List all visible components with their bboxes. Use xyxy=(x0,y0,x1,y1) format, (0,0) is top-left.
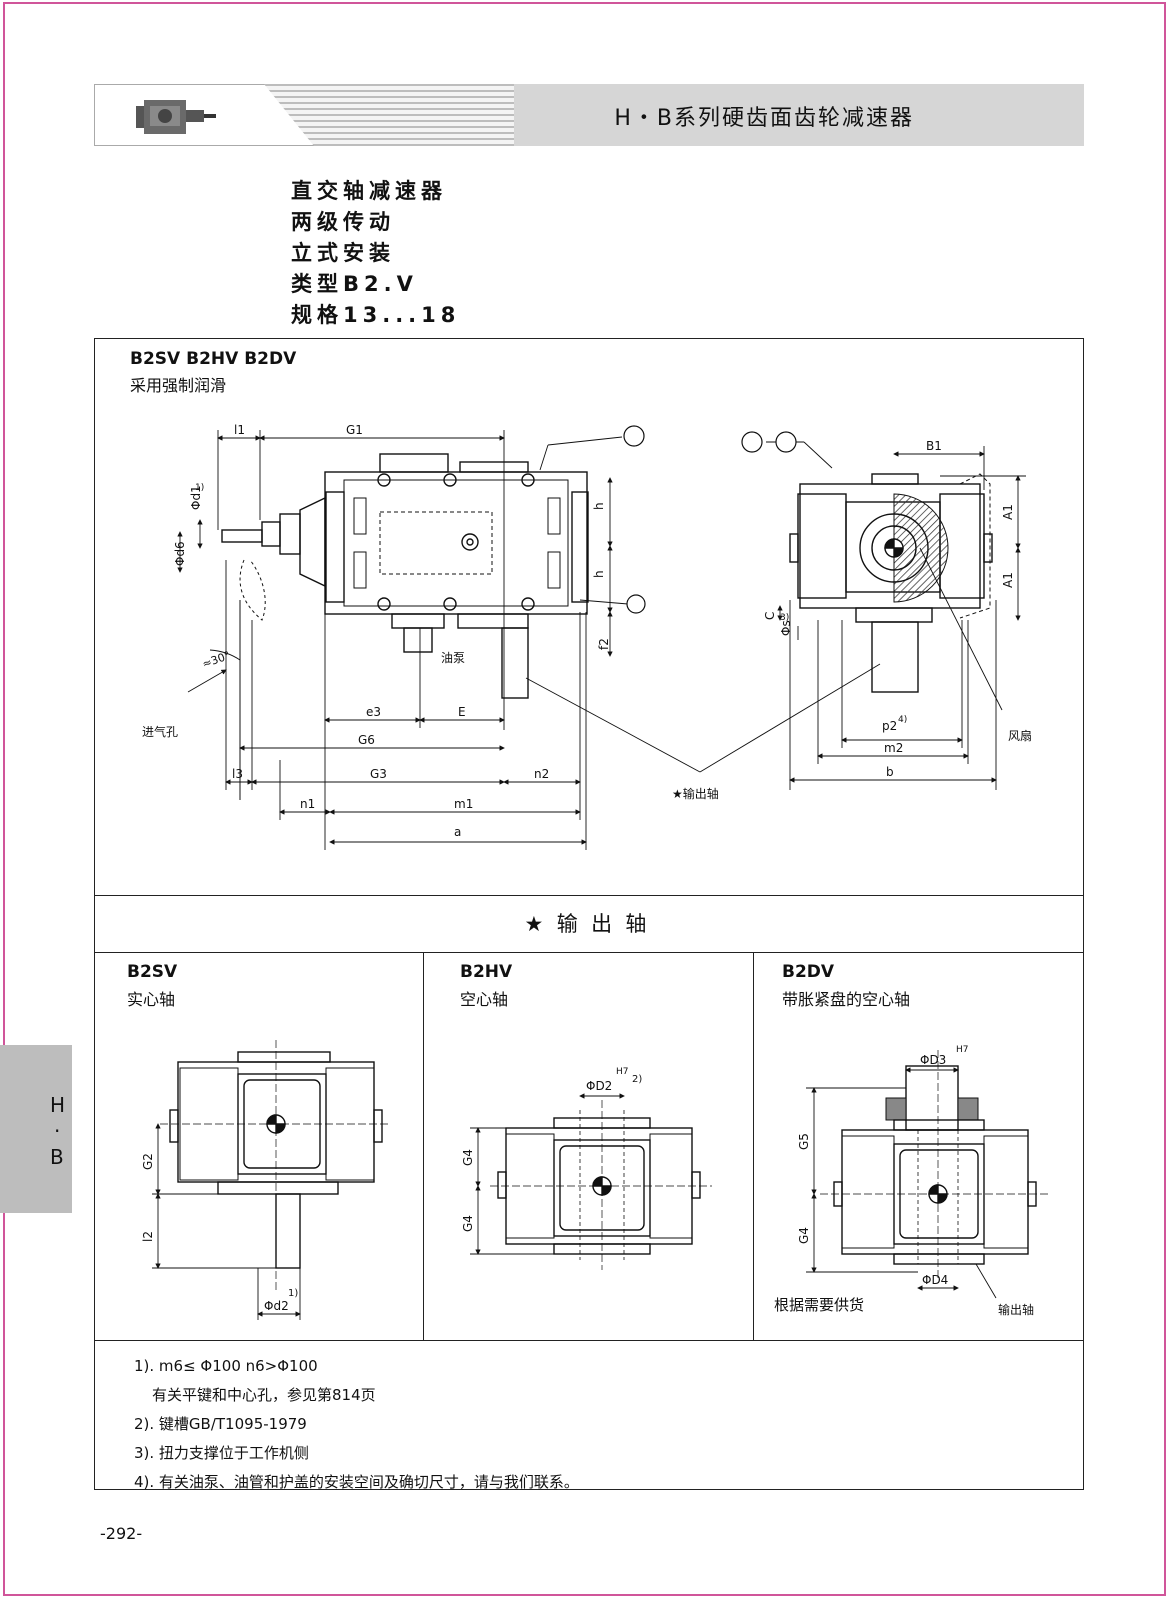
dim-label-d1: Φd1 xyxy=(189,485,203,510)
oil-pump-label: 油泵 xyxy=(441,651,465,665)
drain-symbol-icon xyxy=(626,594,646,614)
intro-line: 类型B2.V xyxy=(291,272,418,296)
output-shaft-label: ★输出轴 xyxy=(672,786,719,801)
side-view-dimensions xyxy=(766,441,1026,790)
variant-code: B2SV xyxy=(127,962,178,982)
dim-label-E: E xyxy=(458,705,466,719)
note-item: 有关平键和中心孔，参见第814页 xyxy=(152,1386,376,1404)
lubrication-note: 采用强制润滑 xyxy=(130,376,227,395)
b2dv-labels: ΦD3 H7 G5 G4 ΦD4 根据需要供货 输出轴 xyxy=(774,1045,1034,1317)
dim-label-m2: m2 xyxy=(884,741,903,755)
notes-list: 1). m6≤ Φ100 n6>Φ100 有关平键和中心孔，参见第814页 2)… xyxy=(134,1352,579,1497)
dim-label-D4: ΦD4 xyxy=(922,1273,948,1287)
variant-desc: 带胀紧盘的空心轴 xyxy=(782,990,911,1009)
variant-desc: 实心轴 xyxy=(127,990,176,1009)
b2hv-dimensions xyxy=(470,1093,625,1255)
air-inlet-label: 进气孔 xyxy=(142,724,178,739)
intro-line: 直交轴减速器 xyxy=(291,179,447,203)
dim-label-n2: n2 xyxy=(534,767,549,781)
dim-sup-1: 1) xyxy=(195,483,204,493)
front-view xyxy=(221,453,589,800)
note-item: 4). 有关油泵、油管和护盖的安装空间及确切尺寸，请与我们联系。 xyxy=(134,1473,579,1491)
dim-label-f2: f2 xyxy=(597,638,611,650)
notes-panel xyxy=(94,1340,1084,1490)
note-item: 1). m6≤ Φ100 n6>Φ100 xyxy=(134,1357,318,1375)
dim-label-d6: Φd6 xyxy=(173,541,187,566)
output-shaft-label: 输出轴 xyxy=(998,1302,1034,1317)
dim-label-G4-top: G4 xyxy=(461,1149,475,1166)
b2dv-dimensions xyxy=(806,1067,997,1299)
gearbox-thumbnail-icon xyxy=(136,100,216,134)
dim-label-G4-bottom: G4 xyxy=(461,1215,475,1232)
dim-label-l2: l2 xyxy=(141,1231,155,1242)
b2hv-drawing xyxy=(490,1100,712,1270)
dim-sup-4: 4) xyxy=(898,715,907,725)
dim-label-m1: m1 xyxy=(454,797,473,811)
dim-label-h-bottom: h xyxy=(592,570,606,578)
dim-label-e3: e3 xyxy=(366,705,381,719)
dim-label-G1: G1 xyxy=(346,423,363,437)
variant-desc: 空心轴 xyxy=(460,990,509,1009)
dim-label-n1: n1 xyxy=(300,797,315,811)
model-codes: B2SV B2HV B2DV xyxy=(130,349,297,369)
dim-label-s: Φs xyxy=(779,620,793,636)
intro-line: 规格13...18 xyxy=(291,303,461,327)
intro-block: 直交轴减速器 两级传动 立式安装 类型B2.V 规格13...18 xyxy=(291,176,460,331)
dim-sup-3: 3) xyxy=(780,613,789,623)
supply-on-demand-label: 根据需要供货 xyxy=(774,1296,864,1314)
dim-sup-2: 2) xyxy=(632,1074,642,1085)
dim-label-l1: l1 xyxy=(234,423,245,437)
dim-label-D3: ΦD3 xyxy=(920,1053,946,1067)
b2dv-drawing xyxy=(820,1050,1050,1280)
fan-label: 风扇 xyxy=(1008,728,1032,743)
dim-label-p2: p2 xyxy=(882,719,897,733)
dim-label-H7: H7 xyxy=(956,1045,969,1055)
note-item: 2). 键槽GB/T1095-1979 xyxy=(134,1415,307,1433)
variant-code: B2DV xyxy=(782,962,835,982)
page-number: -292- xyxy=(100,1524,143,1543)
dim-label-G6: G6 xyxy=(358,733,375,747)
dim-sup-1: 1) xyxy=(288,1288,298,1299)
dim-label-G4: G4 xyxy=(797,1227,811,1244)
b2hv-labels: ΦD2 H7 2) G4 G4 xyxy=(461,1067,642,1232)
variant-code: B2HV xyxy=(460,962,513,982)
intro-line: 立式安装 xyxy=(291,241,395,265)
intro-line: 两级传动 xyxy=(291,210,395,234)
dim-label-G2: G2 xyxy=(141,1153,155,1170)
side-tab-dot: · xyxy=(54,1119,61,1143)
dim-label-G3: G3 xyxy=(370,767,387,781)
page-frame xyxy=(3,2,1166,1596)
breather-symbol-icon xyxy=(775,431,797,453)
symbol-markers xyxy=(623,425,797,614)
note-item: 3). 扭力支撑位于工作机侧 xyxy=(134,1444,309,1462)
dim-label-A1-top: A1 xyxy=(1001,504,1015,520)
b2sv-drawing xyxy=(160,1040,390,1290)
side-tab-bottom: B xyxy=(50,1145,64,1169)
page-title: H・B系列硬齿面齿轮减速器 xyxy=(614,106,914,131)
output-shaft-title: ★ 输 出 轴 xyxy=(524,912,647,936)
page-header: H・B系列硬齿面齿轮减速器 xyxy=(94,84,1084,146)
dim-label-H7: H7 xyxy=(616,1067,629,1077)
dim-label-D2: ΦD2 xyxy=(586,1079,612,1093)
dim-label-h-top: h xyxy=(592,502,606,510)
side-tab: H · B xyxy=(0,1045,72,1213)
dim-label-A1-bottom: A1 xyxy=(1001,572,1015,588)
dim-label-l3: l3 xyxy=(232,767,243,781)
side-view xyxy=(789,473,993,693)
breather-symbol-icon xyxy=(623,425,645,447)
oil-level-symbol-icon xyxy=(741,431,763,453)
dim-label-b: b xyxy=(886,765,894,779)
b2sv-dimensions xyxy=(152,1123,301,1320)
side-tab-top: H xyxy=(50,1093,66,1117)
main-drawing-labels: l1 G1 B1 Φd1 1) Φd6 h h A1 A1 C 3) Φs f2… xyxy=(142,423,1032,839)
dim-label-d2: Φd2 xyxy=(264,1299,289,1313)
b2sv-labels: G2 l2 Φd2 1) xyxy=(141,1153,298,1313)
dim-label-B1: B1 xyxy=(926,439,942,453)
dim-label-G5: G5 xyxy=(797,1133,811,1150)
dim-label-a: a xyxy=(454,825,461,839)
dim-label-C: C xyxy=(763,612,777,620)
